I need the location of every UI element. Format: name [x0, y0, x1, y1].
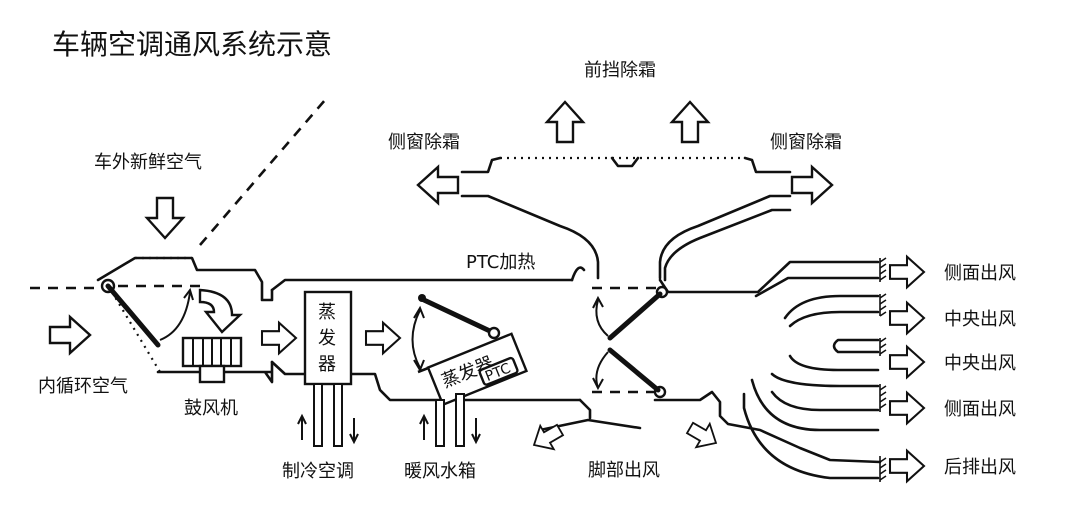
heater-up-arrow-icon	[419, 413, 429, 440]
blend-door	[421, 297, 495, 335]
foot-mode-door	[607, 347, 661, 393]
outlet-arrow-2-icon	[888, 301, 926, 335]
label-outlet-5: 后排出风	[944, 457, 1016, 478]
side-defrost-left-arrow-icon	[416, 165, 460, 205]
label-recirc-air: 内循环空气	[38, 376, 128, 397]
label-outlet-4: 侧面出风	[944, 399, 1016, 420]
intake-flap-swing	[159, 291, 191, 341]
label-outlet-2: 中央出风	[944, 309, 1016, 330]
outlet-arrow-3-icon	[888, 345, 926, 379]
label-blower: 鼓风机	[184, 398, 238, 419]
rear-duct-top	[653, 390, 882, 464]
label-side-defrost-left: 侧窗除霜	[388, 132, 460, 153]
outlet-arrow-4-icon	[888, 391, 926, 425]
front-defrost-arrow-left-icon	[545, 100, 585, 144]
evap-char-3: 器	[318, 354, 336, 375]
main-duct-bottom	[270, 360, 582, 402]
ac-down-arrow-icon	[349, 418, 359, 445]
defrost-mode-door	[607, 291, 663, 341]
ac-up-arrow-icon	[297, 413, 307, 440]
label-front-defrost: 前挡除霜	[584, 60, 656, 81]
defrost-duct-left-lower	[460, 194, 600, 280]
defrost-duct-right-lower	[658, 194, 792, 280]
blower-to-evap-arrow-icon	[260, 321, 298, 355]
heater-down-arrow-icon	[471, 418, 481, 445]
evap-to-heater-arrow-icon	[364, 321, 402, 355]
evap-char-2: 发	[318, 328, 336, 349]
heater-pipe-out	[455, 393, 465, 447]
fresh-air-arrow-icon	[145, 196, 185, 240]
recirc-air-arrow-icon	[48, 315, 92, 355]
ac-pipe-in	[313, 383, 323, 447]
label-outlet-3: 中央出风	[944, 353, 1016, 374]
outlet-arrow-1-icon	[888, 255, 926, 289]
label-fresh-air: 车外新鲜空气	[94, 152, 202, 173]
heater-box: 蒸发器 PTC	[426, 332, 529, 407]
fresh-air-path-line	[199, 99, 326, 246]
blower-flow-arrow-icon	[198, 288, 244, 334]
blower-icon	[181, 336, 243, 384]
diagram-title: 车辆空调通风系统示意	[52, 28, 332, 61]
evaporator-box	[303, 290, 353, 386]
intake-flap	[105, 283, 161, 348]
label-foot-outlet: 脚部出风	[588, 460, 660, 481]
intake-duct-upper	[96, 256, 274, 302]
foot-outlet-right-arrow-icon	[682, 415, 724, 456]
vent-grilles	[879, 257, 887, 482]
evap-char-1: 蒸	[318, 302, 336, 323]
side-defrost-right-arrow-icon	[790, 165, 834, 205]
label-ac-cooling: 制冷空调	[282, 461, 354, 482]
label-side-defrost-right: 侧窗除霜	[770, 132, 842, 153]
ac-pipe-out	[333, 383, 343, 447]
blend-door-swing	[411, 309, 421, 369]
heater-pipe-in	[435, 399, 445, 447]
label-outlet-1: 侧面出风	[944, 263, 1016, 284]
foot-outlet-left-arrow-icon	[526, 417, 568, 458]
main-duct-top	[270, 278, 574, 292]
label-ptc-heating: PTC加热	[466, 252, 535, 273]
label-heater-core: 暖风水箱	[404, 461, 476, 482]
outlet-arrow-5-icon	[888, 449, 926, 483]
vent-ducts	[658, 260, 880, 480]
front-defrost-arrow-right-icon	[670, 100, 710, 144]
